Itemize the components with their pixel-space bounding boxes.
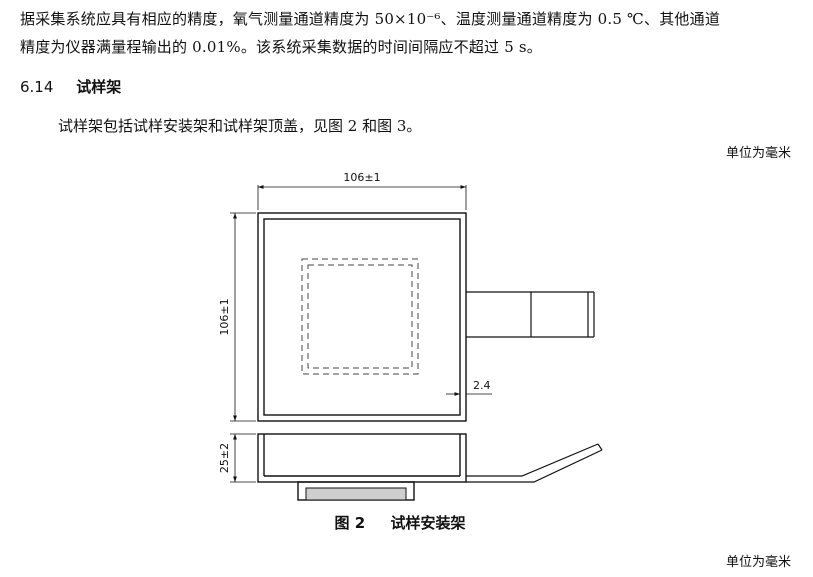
tray-side-view [257, 433, 467, 483]
tray-inner-outline [263, 218, 461, 416]
dim-left-label: 106±1 [218, 298, 231, 335]
dim-wall-label: 2.4 [473, 379, 491, 392]
dimension-left: 106±1 [218, 212, 256, 422]
tray-outer-outline [257, 212, 467, 422]
specimen-area-outer-dashed [301, 258, 419, 375]
specimen-area-inner-dashed [307, 264, 413, 369]
handle-side-view [466, 443, 603, 483]
unit-note-bottom: 单位为毫米 [725, 555, 791, 570]
intro-text: 试样架包括试样安装架和试样架顶盖，见图 2 和图 3。 [58, 117, 422, 135]
dimension-top: 106±1 [257, 171, 467, 210]
figure-caption-title: 试样安装架 [390, 514, 466, 532]
paragraph-line-2: 精度为仪器满量程输出的 0.01%。该系统采集数据的时间间隔应不超过 5 s。 [20, 38, 542, 56]
tray-foot-hatched [305, 487, 407, 501]
dimension-wall: 2.4 [446, 379, 492, 396]
dimension-height: 25±2 [218, 433, 256, 483]
section-number: 6.14 [20, 78, 54, 96]
unit-note-top: 单位为毫米 [725, 146, 791, 161]
dim-top-label: 106±1 [343, 171, 380, 184]
paragraph-line-1: 据采集系统应具有相应的精度，氧气测量通道精度为 50×10⁻⁶、温度测量通道精度… [20, 10, 721, 28]
section-heading: 6.14 试样架 [20, 76, 121, 97]
dim-height-label: 25±2 [218, 443, 231, 473]
figure-caption-number: 图 2 [334, 514, 366, 532]
handle-plan-view [466, 291, 595, 338]
section-title: 试样架 [76, 78, 122, 96]
figure-caption: 图 2 试样安装架 [0, 512, 800, 533]
